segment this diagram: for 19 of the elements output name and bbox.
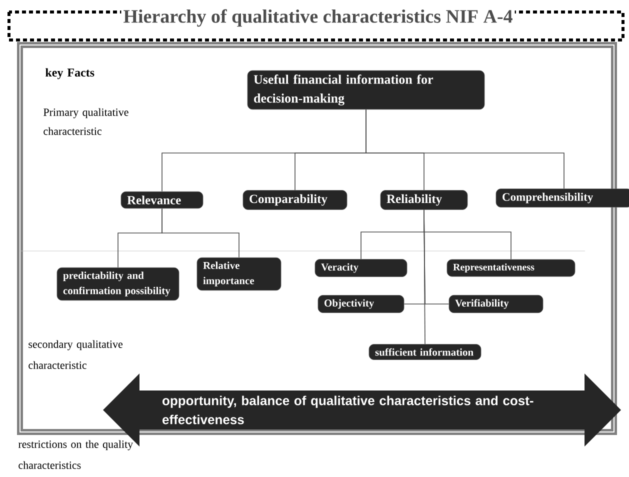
characteristic-box: Reliability [380,190,468,210]
connector-line [424,209,426,344]
characteristic-box: Useful financial information for decision-making [247,70,485,110]
side-label: secondary qualitative characteristic [28,340,123,369]
characteristic-box: Objectivity [318,295,404,313]
characteristic-box: predictability and confirmation possibility [56,267,180,301]
side-label: key Facts [46,68,94,80]
characteristic-box: Verifiability [448,294,544,314]
characteristic-box: Relevance [120,191,204,209]
title: Hierarchy of qualitative characteristics NIF A-4 [121,7,515,29]
characteristic-box: sufficient information [368,344,482,360]
characteristic-box: Representativeness [446,259,576,277]
characteristic-box: Relative importance [196,257,282,291]
connector-line [366,109,564,189]
characteristic-box: Comparability [242,190,348,210]
side-label: Primary qualitative characteristic [44,108,128,135]
characteristic-box: Comprehensibility [496,188,629,208]
connector-line [162,208,240,258]
characteristic-box: Veracity [314,259,408,277]
